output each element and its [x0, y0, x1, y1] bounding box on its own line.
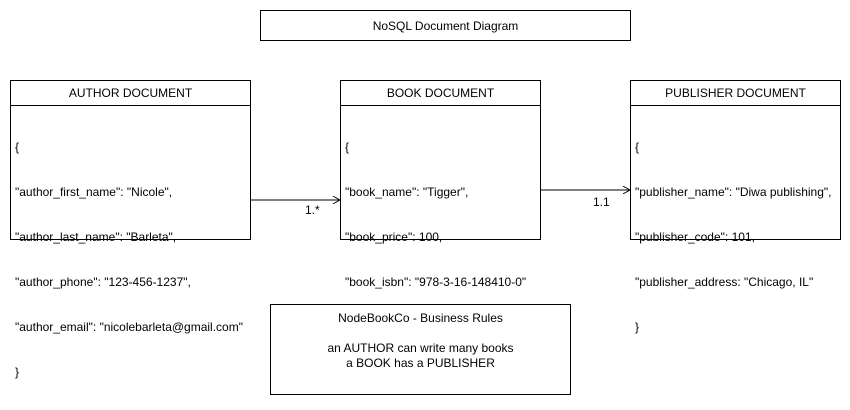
publisher-document[interactable]: PUBLISHER DOCUMENT { "publisher_name": "…: [630, 80, 841, 334]
publisher-document-body: { "publisher_name": "Diwa publishing", "…: [631, 106, 840, 365]
book-line: "book_isbn": "978-3-16-148410-0": [345, 275, 527, 289]
publisher-line: }: [635, 320, 640, 334]
author-line: "author_email": "nicolebarleta@gmail.com…: [15, 320, 243, 334]
publisher-line: "publisher_name": "Diwa publishing",: [635, 185, 832, 199]
author-line: "author_last_name": "Barleta",: [15, 230, 177, 244]
author-line: "author_first_name": "Nicole",: [15, 185, 173, 199]
business-rule: an AUTHOR can write many books: [327, 341, 514, 355]
publisher-line: "publisher_address: "Chicago, IL": [635, 275, 814, 289]
publisher-document-header-text: PUBLISHER DOCUMENT: [665, 86, 806, 100]
book-document[interactable]: BOOK DOCUMENT { "book_name": "Tigger", "…: [340, 80, 541, 334]
business-rules-title: NodeBookCo - Business Rules: [338, 311, 503, 325]
book-line: "book_price": 100,: [345, 230, 443, 244]
book-document-header-text: BOOK DOCUMENT: [386, 86, 495, 100]
book-to-publisher-multiplicity: 1.1: [593, 195, 610, 209]
author-document[interactable]: AUTHOR DOCUMENT { "author_first_name": "…: [10, 80, 251, 379]
business-rules-box: NodeBookCo - Business Rules an AUTHOR ca…: [270, 304, 571, 395]
author-line: "author_phone": "123-456-1237",: [15, 275, 191, 289]
publisher-document-header: PUBLISHER DOCUMENT: [631, 81, 840, 106]
publisher-line: "publisher_code": 101,: [635, 230, 755, 244]
author-document-body: { "author_first_name": "Nicole", "author…: [11, 106, 250, 410]
book-line: "book_name": "Tigger",: [345, 185, 469, 199]
publisher-line: {: [635, 140, 640, 154]
diagram-title-text: NoSQL Document Diagram: [372, 18, 519, 33]
book-line: {: [345, 140, 350, 154]
author-document-header-text: AUTHOR DOCUMENT: [68, 86, 193, 100]
author-to-book-multiplicity: 1.*: [305, 203, 320, 217]
author-document-header: AUTHOR DOCUMENT: [11, 81, 250, 106]
business-rule: a BOOK has a PUBLISHER: [346, 356, 495, 370]
book-document-body: { "book_name": "Tigger", "book_price": 1…: [341, 106, 540, 365]
diagram-title: NoSQL Document Diagram: [260, 10, 631, 41]
book-document-header: BOOK DOCUMENT: [341, 81, 540, 106]
author-line: }: [15, 365, 20, 379]
author-line: {: [15, 140, 20, 154]
